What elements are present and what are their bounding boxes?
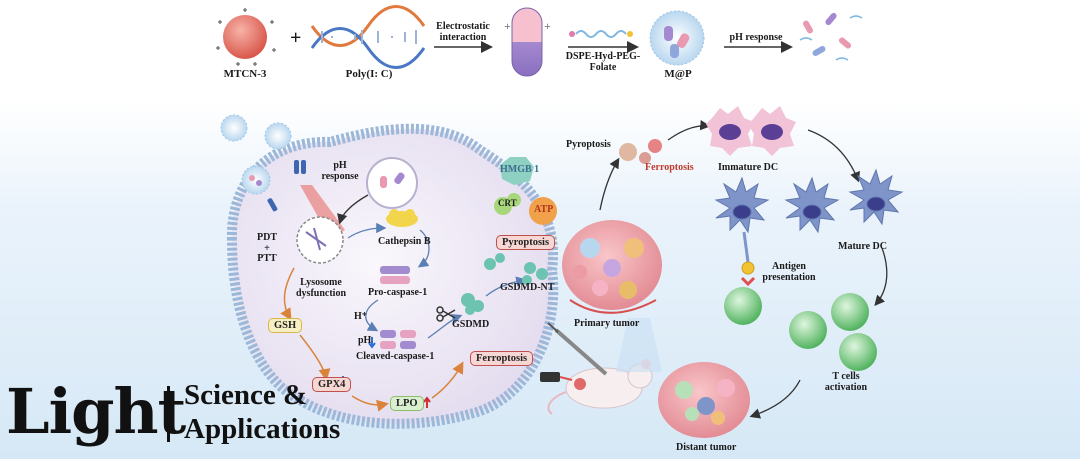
antigen-presentation-icon (740, 231, 756, 287)
crt-label: CRT (498, 198, 517, 208)
logo-divider (167, 386, 170, 442)
hmgb1-icon (500, 157, 534, 185)
logo-line1: Science & (184, 379, 308, 411)
primary-tumor-icon (562, 220, 662, 314)
atp-icon (529, 197, 557, 225)
pro-caspase-icon (380, 266, 410, 284)
gsdmd-to-nt-arrow (485, 276, 527, 297)
dspe-label: DSPE-Hyd-PEG- Folate (558, 51, 648, 73)
cathepsin-b-icon (386, 209, 418, 227)
atp-label: ATP (534, 204, 554, 215)
laser-icon (540, 372, 573, 382)
distant-tumor-icon (658, 362, 750, 438)
tcells-line1: T cells (832, 371, 860, 382)
pdt-ptt-label: PDT + PTT (252, 232, 282, 265)
cleaved-caspase-icon (380, 330, 416, 349)
dead-cells-icon (619, 139, 662, 164)
folate-receptor-icon (267, 160, 306, 212)
gsdmd-nt-pore-icon (484, 253, 548, 285)
hmgb1-label: HMGB 1 (500, 164, 540, 175)
lysosome-line1: Lysosome (300, 277, 342, 288)
lpo-box: LPO (390, 396, 424, 411)
cathepsin-to-procaspase-arrow (417, 229, 430, 268)
dspe-line1: DSPE-Hyd-PEG- (565, 51, 641, 62)
cell-ph-line1: pH (333, 160, 347, 171)
cell-ph-line2: response (321, 170, 359, 182)
lysosome-to-cathepsin-arrow (347, 222, 387, 239)
endosome-icon (366, 157, 418, 209)
peg-chain-icon (569, 30, 633, 38)
immature-dc-icon (706, 106, 796, 156)
procaspase-to-cleaved-arrow (365, 299, 379, 332)
micelle-icon (649, 10, 705, 66)
t-cell-icons (724, 287, 877, 371)
svg-text:+: + (504, 19, 511, 33)
crt-icon (494, 193, 521, 215)
ptt-label: PTT (257, 253, 277, 264)
immature-dc-label: Immature DC (718, 162, 779, 173)
ferroptosis-path (280, 267, 464, 412)
gsdmd-icon (461, 293, 484, 315)
mature-dc-label: Mature DC (838, 241, 887, 252)
lysosome-line2: dysfunction (295, 287, 346, 299)
released-cargo-icon (799, 12, 863, 61)
scissors-icon (436, 306, 456, 322)
plus-sign: + (290, 27, 302, 49)
mtcn-sphere-icon (216, 8, 276, 66)
electrostatic-label: Electrostatic interaction (430, 21, 496, 43)
gsdmd-nt-label: GSDMD-NT (500, 282, 555, 293)
ferroptosis-label: Ferroptosis (645, 162, 694, 173)
death-to-dc-arrow (667, 120, 711, 141)
antigen-line1: Antigen (772, 261, 806, 272)
dna-helix-icon (310, 5, 426, 69)
dspe-line2: Folate (589, 61, 617, 73)
ferroptosis-box: Ferroptosis (470, 351, 534, 366)
hplus-label: H⁺ (354, 311, 368, 322)
antigen-line2: presentation (762, 271, 816, 283)
svg-text:+: + (544, 19, 551, 33)
syringe-icon (547, 322, 608, 376)
antigen-label: Antigen presentation (754, 261, 824, 283)
lysosome-label: Lysosome dysfunction (292, 277, 350, 299)
tumor-to-death-arrow (599, 157, 620, 211)
gpx4-box: GPX4 (312, 377, 352, 392)
ph-response-top-label: pH response (729, 32, 783, 43)
outside-micelles (220, 114, 292, 195)
pdt-plus-label: + (264, 242, 270, 254)
gsdmd-label: GSDMD (452, 319, 490, 330)
map-label: M@P (664, 68, 692, 80)
electrostatic-line2: interaction (439, 31, 487, 43)
pro-caspase-label: Pro-caspase-1 (368, 287, 428, 298)
cleaved-caspase-label: Cleaved-caspase-1 (356, 351, 435, 362)
lysosome-icon (296, 216, 344, 264)
mature-to-tcells-arrow (874, 247, 888, 306)
pyroptosis-box: Pyroptosis (496, 235, 556, 250)
distant-tumor-label: Distant tumor (676, 442, 737, 453)
tcells-label: T cells activation (818, 371, 874, 393)
tcells-line2: activation (824, 381, 868, 393)
endosome-arrow-icon (337, 194, 369, 225)
logo-light-text: Light (6, 375, 186, 448)
polyic-label: Poly(I: C) (345, 68, 393, 80)
logo-line2: Applications (184, 413, 341, 445)
light-cone-icon (616, 318, 662, 372)
electrostatic-line1: Electrostatic (436, 21, 490, 32)
up-arrow-icon (423, 396, 431, 408)
pyroptosis-label: Pyroptosis (566, 139, 611, 150)
capsule-icon: + + (504, 7, 551, 77)
mature-dc-icon (714, 168, 904, 234)
immature-to-mature-arrow (807, 129, 860, 183)
gsh-box: GSH (268, 318, 303, 333)
primary-tumor-label: Primary tumor (574, 318, 640, 329)
tcells-to-distant-arrow (749, 379, 801, 419)
cleaved-to-gsdmd-arrow (427, 314, 463, 339)
pdt-label: PDT (257, 232, 277, 243)
ph-label: pH (358, 335, 372, 346)
mtcn-label: MTCN-3 (223, 68, 267, 80)
cathepsin-label: Cathepsin B (378, 236, 431, 247)
cell-ph-response-label: pH response (316, 160, 364, 182)
